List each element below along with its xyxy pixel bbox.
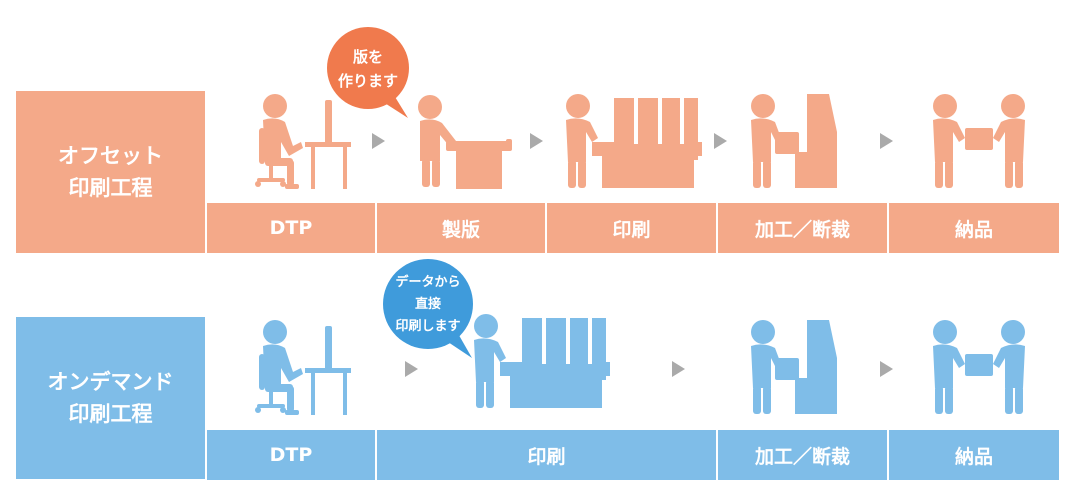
offset-label-line1: オフセット [58,144,163,168]
offset-step-finishing: 加工／断裁 [718,203,889,253]
offset-bubble-text: 版を 作ります [322,34,414,104]
offset-label-line2: 印刷工程 [68,176,153,200]
offset-process-label: オフセット 印刷工程 [16,91,205,253]
offset-bubble-line1: 版を [352,48,383,66]
ondemand-bubble-line3: 印刷します [395,319,461,334]
offset-arrow-2 [530,133,543,149]
ondemand-arrow-3 [880,361,893,377]
offset-arrow-4 [880,133,893,149]
offset-arrow-1 [372,133,385,149]
offset-step-delivery: 納品 [889,203,1059,253]
offset-step-bar: DTP 製版 印刷 加工／断裁 納品 [207,203,1059,253]
offset-bubble-line2: 作ります [337,72,398,90]
offset-step-printing: 印刷 [547,203,718,253]
ondemand-bubble-line2: 直接 [414,297,441,312]
ondemand-arrow-2 [672,361,685,377]
person-at-computer-icon [255,94,351,189]
ondemand-bubble-text: データから 直接 印刷します [382,266,474,344]
cutting-machine-icon [751,320,837,414]
delivery-handover-icon [933,320,1025,414]
ondemand-step-bar: DTP 印刷 加工／断裁 納品 [207,430,1059,480]
ondemand-arrow-1 [405,361,418,377]
person-at-computer-icon [255,320,351,415]
ondemand-bubble-line1: データから [395,275,461,290]
cutting-machine-icon [751,94,837,188]
ondemand-step-printing: 印刷 [377,430,718,480]
printing-press-icon [566,94,702,188]
delivery-handover-icon [933,94,1025,188]
ondemand-step-finishing: 加工／断裁 [718,430,889,480]
offset-arrow-3 [714,133,727,149]
ondemand-step-dtp: DTP [207,430,377,480]
ondemand-label-line1: オンデマンド [47,370,174,394]
person-making-plate-icon [418,95,512,189]
offset-step-platemaking: 製版 [377,203,547,253]
ondemand-process-label: オンデマンド 印刷工程 [16,317,205,479]
ondemand-label-line2: 印刷工程 [68,402,153,426]
ondemand-step-delivery: 納品 [889,430,1059,480]
offset-step-dtp: DTP [207,203,377,253]
printing-press-icon [474,314,610,408]
offset-speech-bubble [327,27,409,118]
ondemand-speech-bubble [383,259,473,358]
